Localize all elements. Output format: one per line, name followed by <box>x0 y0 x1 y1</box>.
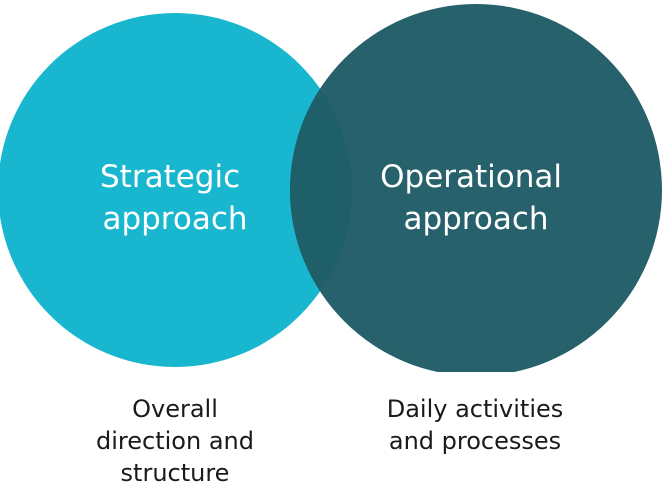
venn-diagram: Strategic approach Operational approach <box>0 4 662 372</box>
operational-label-line-1: Operational <box>380 159 562 195</box>
operational-caption-line-2: and processes <box>388 427 562 455</box>
operational-caption-line-1: Daily activities <box>386 395 564 423</box>
strategic-label: Strategic approach <box>100 159 250 237</box>
strategic-caption-line-1: Overall <box>132 395 218 423</box>
operational-caption: Daily activities and processes <box>360 393 590 457</box>
operational-label: Operational approach <box>380 159 572 237</box>
strategic-caption-line-3: structure <box>120 459 230 487</box>
strategic-caption-line-2: direction and <box>96 427 254 455</box>
strategic-label-line-1: Strategic <box>100 159 240 195</box>
strategic-circle <box>0 13 352 367</box>
operational-label-line-2: approach <box>403 201 548 237</box>
operational-circle <box>290 4 662 372</box>
strategic-caption: Overall direction and structure <box>70 393 280 489</box>
strategic-label-line-2: approach <box>102 201 247 237</box>
